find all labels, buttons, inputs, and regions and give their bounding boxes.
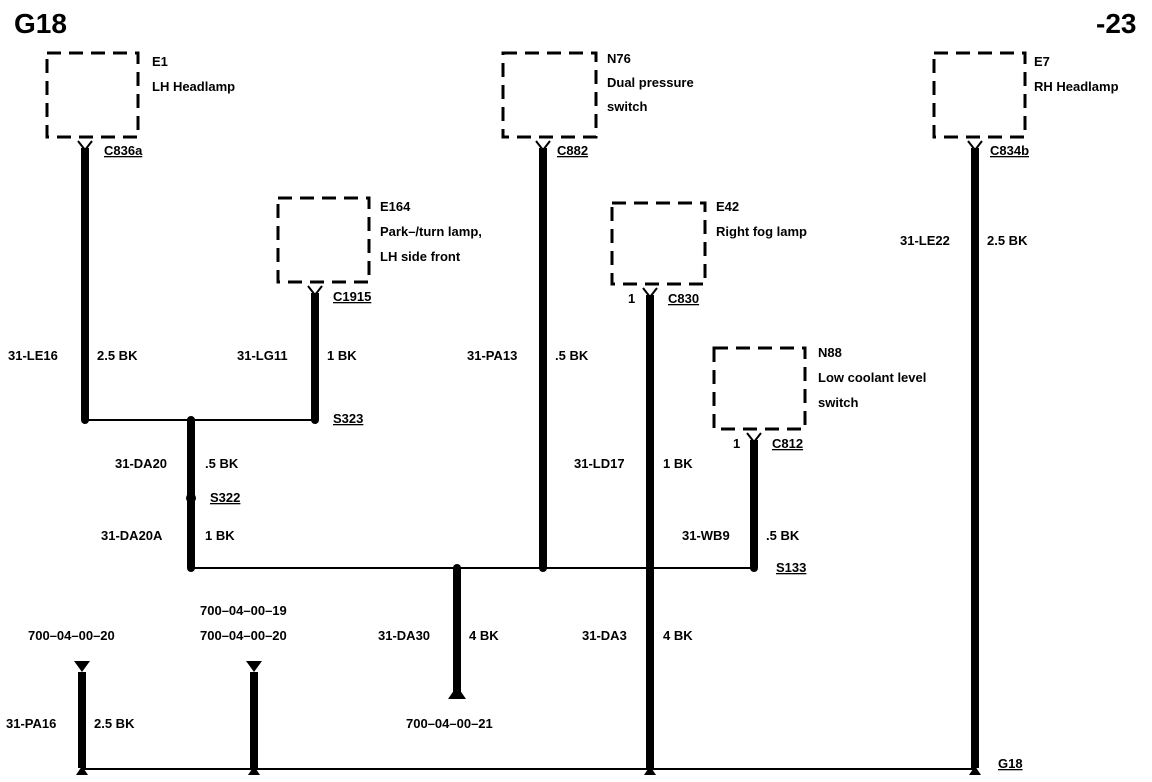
- component-name-e164-line2: LH side front: [380, 249, 461, 264]
- wire-size-label: 1 BK: [327, 348, 357, 363]
- component-id-e42: E42: [716, 199, 739, 214]
- connector-label-c1915: C1915: [333, 289, 371, 304]
- reference-label: 700–04–00–20: [28, 628, 115, 643]
- wire-circuit-label: 31-LE22: [900, 233, 950, 248]
- splice-dot: [646, 564, 654, 572]
- component-id-n76: N76: [607, 51, 631, 66]
- splice-dot: [81, 416, 89, 424]
- component-box-e7: [932, 51, 1027, 139]
- wire-circuit-label: 31-LG11: [237, 348, 288, 363]
- pin-number-c812: 1: [733, 436, 740, 451]
- splice-dot-s133: [750, 564, 758, 572]
- wire-size-label: 1 BK: [205, 528, 235, 543]
- reference-arrow-up: [448, 686, 466, 699]
- ground-terminal: [644, 766, 656, 775]
- splice-dot: [453, 564, 461, 572]
- component-name-n76: Dual pressure: [607, 75, 694, 90]
- wire-circuit-label: 31-DA20: [115, 456, 167, 471]
- component-box-n76: [501, 51, 598, 139]
- wire-circuit-label: 31-DA30: [378, 628, 430, 643]
- component-box-e164: [276, 196, 371, 284]
- reference-arrow-down: [246, 661, 262, 672]
- page-title: G18: [14, 8, 67, 39]
- wire-size-label: 2.5 BK: [94, 716, 135, 731]
- wire-circuit-label: 31-LD17: [574, 456, 625, 471]
- wire-size-label: .5 BK: [205, 456, 239, 471]
- wire-size-label: 4 BK: [663, 628, 693, 643]
- component-name-e1: LH Headlamp: [152, 79, 235, 94]
- splice-dot-s323: [311, 416, 319, 424]
- splice-label-s133: S133: [776, 560, 806, 575]
- wire-circuit-label: 31-PA16: [6, 716, 56, 731]
- component-id-e7: E7: [1034, 54, 1050, 69]
- ground-terminal: [969, 766, 981, 775]
- component-id-e1: E1: [152, 54, 168, 69]
- component-name-e7: RH Headlamp: [1034, 79, 1119, 94]
- splice-dot: [187, 564, 195, 572]
- reference-label: 700–04–00–20: [200, 628, 287, 643]
- splice-label-s322: S322: [210, 490, 240, 505]
- component-name-n88: Low coolant level: [818, 370, 926, 385]
- component-name-e164: Park–/turn lamp,: [380, 224, 482, 239]
- splice-dot: [539, 564, 547, 572]
- reference-label: 700–04–00–21: [406, 716, 493, 731]
- component-name-n88-line2: switch: [818, 395, 859, 410]
- wire-circuit-label: 31-PA13: [467, 348, 517, 363]
- ground-terminal: [248, 766, 260, 775]
- wire-circuit-label: 31-DA3: [582, 628, 627, 643]
- wire-size-label: 2.5 BK: [97, 348, 138, 363]
- wire-size-label: 1 BK: [663, 456, 693, 471]
- ground-terminal: [76, 766, 88, 775]
- wire-size-label: 4 BK: [469, 628, 499, 643]
- pin-number-c830: 1: [628, 291, 635, 306]
- component-box-n88: [712, 346, 807, 431]
- wire-circuit-label: 31-WB9: [682, 528, 730, 543]
- wire-size-label: .5 BK: [766, 528, 800, 543]
- component-id-e164: E164: [380, 199, 411, 214]
- component-id-n88: N88: [818, 345, 842, 360]
- connector-label-c836a: C836a: [104, 143, 143, 158]
- connector-label-c834b: C834b: [990, 143, 1029, 158]
- connector-label-c882: C882: [557, 143, 588, 158]
- component-name-e42: Right fog lamp: [716, 224, 807, 239]
- connector-label-c812: C812: [772, 436, 803, 451]
- component-name-n76-line2: switch: [607, 99, 648, 114]
- connector-label-c830: C830: [668, 291, 699, 306]
- page-number: -23: [1096, 8, 1136, 39]
- wire-size-label: .5 BK: [555, 348, 589, 363]
- splice-dot-s322: [186, 493, 196, 503]
- wire-circuit-label: 31-LE16: [8, 348, 58, 363]
- component-box-e1: [45, 51, 140, 139]
- splice-dot: [187, 416, 195, 424]
- component-box-e42: [610, 201, 707, 286]
- reference-label: 700–04–00–19: [200, 603, 287, 618]
- splice-label-s323: S323: [333, 411, 363, 426]
- wire-size-label: 2.5 BK: [987, 233, 1028, 248]
- reference-arrow-down: [74, 661, 90, 672]
- wire-circuit-label: 31-DA20A: [101, 528, 163, 543]
- ground-label-g18: G18: [998, 756, 1023, 771]
